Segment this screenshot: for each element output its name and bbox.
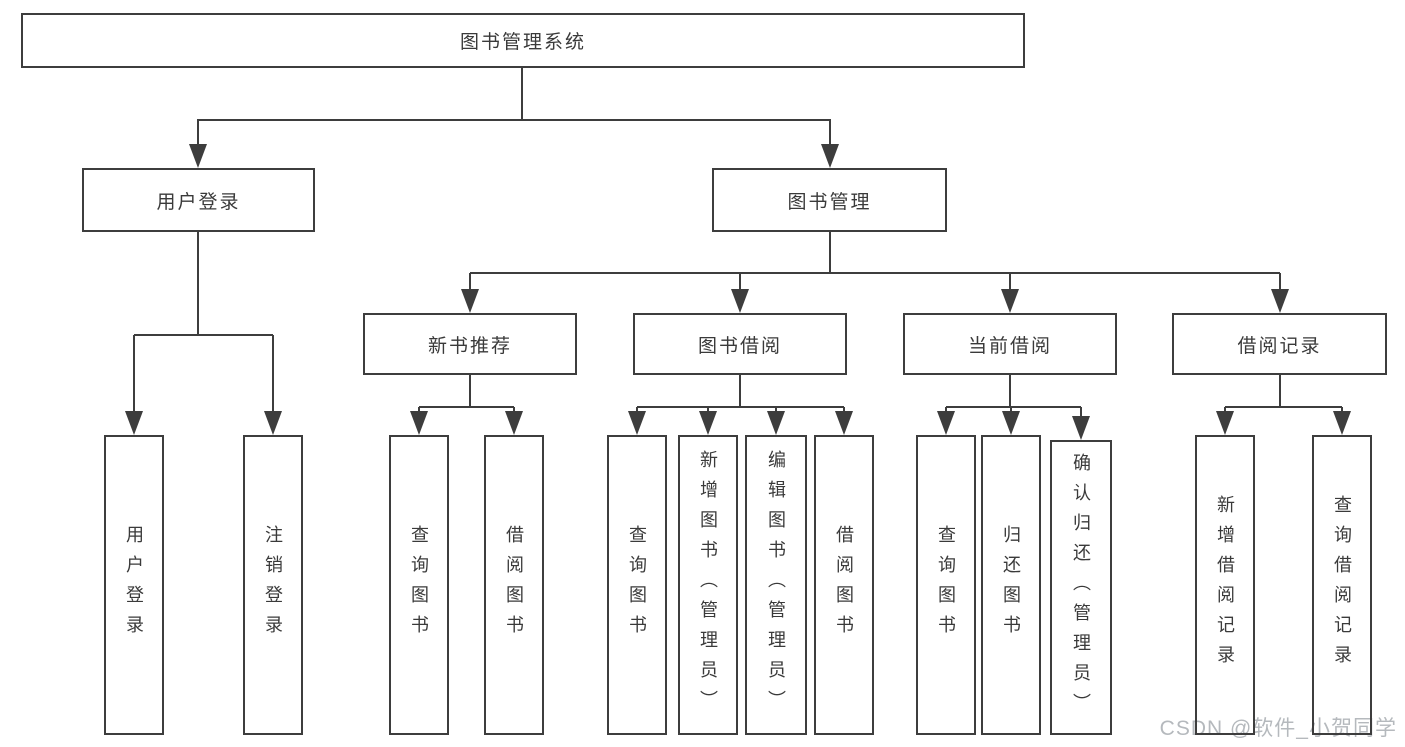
arrow-down-icon: [628, 411, 646, 435]
node-current-borrowing: 当前借阅: [903, 313, 1117, 375]
node-borrow-books-recommend: 借阅图书: [484, 435, 544, 735]
node-label: 用户登录: [124, 525, 144, 645]
node-query-borrow-record: 查询借阅记录: [1312, 435, 1372, 735]
node-label: 确认归还（管理员）: [1071, 452, 1091, 723]
arrow-down-icon: [767, 411, 785, 435]
arrow-down-icon: [1271, 289, 1289, 313]
node-label: 新增借阅记录: [1215, 495, 1235, 675]
node-query-books-borrowing: 查询图书: [607, 435, 667, 735]
arrow-down-icon: [410, 411, 428, 435]
node-label: 查询图书: [409, 525, 429, 645]
node-label: 图书管理: [787, 191, 872, 213]
arrow-down-icon: [189, 144, 207, 168]
node-add-borrow-record: 新增借阅记录: [1195, 435, 1255, 735]
node-borrowing-records: 借阅记录: [1172, 313, 1387, 375]
node-label: 用户登录: [156, 191, 241, 213]
node-label: 当前借阅: [967, 335, 1052, 357]
node-return-books: 归还图书: [981, 435, 1041, 735]
node-new-book-recommendation: 新书推荐: [363, 313, 577, 375]
arrow-down-icon: [1072, 416, 1090, 440]
arrow-down-icon: [505, 411, 523, 435]
node-book-borrowing: 图书借阅: [633, 313, 847, 375]
node-label: 借阅图书: [834, 525, 854, 645]
arrow-down-icon: [937, 411, 955, 435]
arrow-down-icon: [125, 411, 143, 435]
arrow-down-icon: [461, 289, 479, 313]
node-library-management-system: 图书管理系统: [21, 13, 1025, 68]
arrow-down-icon: [835, 411, 853, 435]
node-borrow-books-leaf: 借阅图书: [814, 435, 874, 735]
node-label: 注销登录: [263, 525, 283, 645]
arrow-down-icon: [1001, 289, 1019, 313]
node-label: 查询图书: [627, 525, 647, 645]
node-edit-books-admin: 编辑图书（管理员）: [745, 435, 807, 735]
arrow-down-icon: [731, 289, 749, 313]
node-label: 图书管理系统: [459, 32, 586, 53]
node-query-books-recommend: 查询图书: [389, 435, 449, 735]
node-user-login-leaf: 用户登录: [104, 435, 164, 735]
arrow-down-icon: [699, 411, 717, 435]
node-label: 查询借阅记录: [1332, 495, 1352, 675]
watermark: CSDN @软件_小贺同学: [1159, 717, 1397, 740]
node-logout-leaf: 注销登录: [243, 435, 303, 735]
node-label: 借阅图书: [504, 525, 524, 645]
node-label: 编辑图书（管理员）: [766, 450, 786, 720]
node-book-management: 图书管理: [712, 168, 947, 232]
node-label: 图书借阅: [697, 335, 782, 357]
node-label: 归还图书: [1001, 525, 1021, 645]
node-label: 新增图书（管理员）: [698, 450, 718, 720]
arrow-down-icon: [1333, 411, 1351, 435]
arrow-down-icon: [1002, 411, 1020, 435]
arrow-down-icon: [1216, 411, 1234, 435]
node-user-login: 用户登录: [82, 168, 315, 232]
node-label: 借阅记录: [1237, 335, 1322, 357]
arrow-down-icon: [264, 411, 282, 435]
node-confirm-return-admin: 确认归还（管理员）: [1050, 440, 1112, 735]
node-label: 查询图书: [936, 525, 956, 645]
node-add-books-admin: 新增图书（管理员）: [678, 435, 738, 735]
node-query-books-current: 查询图书: [916, 435, 976, 735]
arrow-down-icon: [821, 144, 839, 168]
node-label: 新书推荐: [427, 335, 512, 357]
